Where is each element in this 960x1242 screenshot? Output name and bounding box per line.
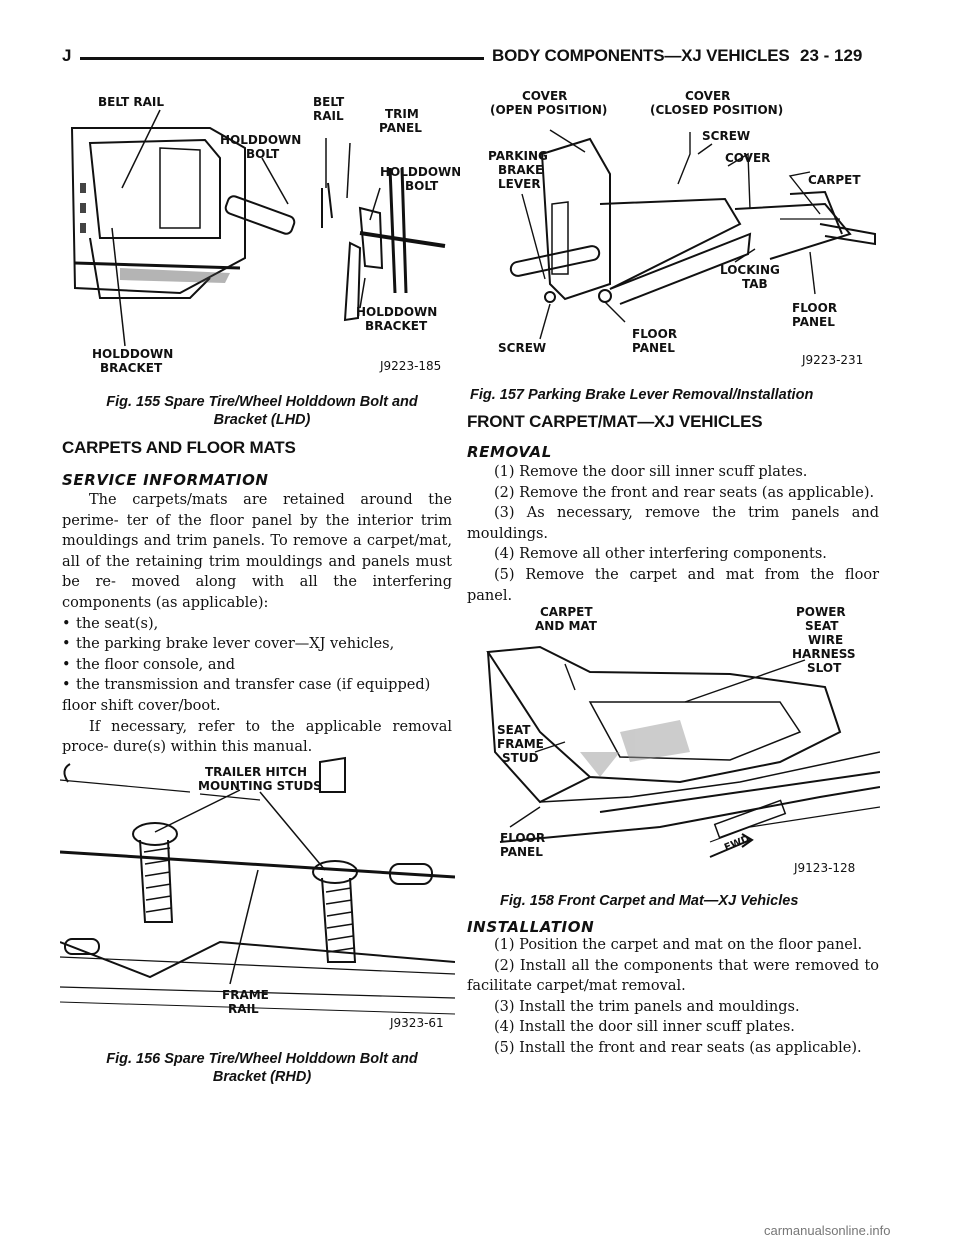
removal-step: (4) Remove all other interfering compone… (494, 546, 827, 563)
subheading-installation: INSTALLATION (467, 918, 595, 936)
left-body-text: The carpets/mats are retained around the… (62, 490, 452, 758)
label-holddown-bracket-left-2: BRACKET (100, 361, 163, 375)
bullet-item: •the seat(s), (62, 615, 159, 632)
label-fwd: FWD (723, 834, 751, 854)
label-floor-panel-right-2: PANEL (792, 315, 835, 329)
page-number: 23 - 129 (800, 46, 863, 65)
label-power-seat-1: POWER (796, 605, 846, 619)
figure-157: COVER (OPEN POSITION) COVER (CLOSED POSI… (480, 84, 880, 374)
label-holddown-bolt-right-1: HOLDDOWN (380, 165, 460, 179)
removal-step: (3) As necessary, remove the trim panels… (467, 505, 879, 542)
caption-fig-157: Fig. 157 Parking Brake Lever Removal/Ins… (470, 387, 814, 403)
label-parking-brake-3: LEVER (498, 177, 541, 191)
label-power-seat-5: SLOT (807, 661, 842, 675)
installation-steps: (1) Position the carpet and mat on the f… (467, 935, 879, 1059)
subheading-removal: REMOVAL (467, 443, 552, 461)
label-power-seat-2: SEAT (805, 619, 839, 633)
installation-step: (2) Install all the components that were… (467, 957, 879, 995)
figure-157-illustration: COVER (OPEN POSITION) COVER (CLOSED POSI… (488, 89, 876, 367)
installation-step: (5) Install the front and rear seats (as… (494, 1039, 862, 1056)
label-parking-brake-2: BRAKE (498, 163, 543, 177)
label-seat-frame-1: SEAT (497, 723, 531, 737)
bullet-item: •the transmission and transfer case (if … (62, 677, 431, 694)
label-power-seat-4: HARNESS (792, 647, 856, 661)
label-carpet-mat-2: AND MAT (535, 619, 598, 633)
label-locking-tab-1: LOCKING (720, 263, 780, 277)
label-cover-closed-1: COVER (685, 89, 730, 103)
label-frame-rail-1: FRAME (222, 988, 269, 1002)
figure-158-illustration: CARPET AND MAT POWER SEAT WIRE HARNESS S… (486, 605, 880, 875)
label-frame-rail-2: RAIL (228, 1002, 259, 1016)
label-carpet-mat-1: CARPET (540, 605, 593, 619)
paragraph-intro: The carpets/mats are retained around the… (62, 492, 452, 611)
label-floor-panel-mid-1: FLOOR (632, 327, 677, 341)
header-rule (80, 57, 484, 60)
removal-step: (5) Remove the carpet and mat from the f… (467, 566, 879, 604)
watermark: carmanualsonline.info (764, 1223, 891, 1238)
subheading-service-information: SERVICE INFORMATION (62, 471, 269, 489)
label-trim-panel-2: PANEL (379, 121, 422, 135)
label-floor-panel-2: PANEL (500, 845, 543, 859)
section-letter: J (62, 46, 72, 65)
label-trim-panel-1: TRIM (385, 107, 419, 121)
label-floor-panel-1: FLOOR (500, 831, 545, 845)
label-locking-tab-2: TAB (742, 277, 768, 291)
figure-code-157: J9223-231 (801, 353, 863, 367)
label-belt-rail-right-1: BELT (313, 95, 345, 109)
installation-step: (3) Install the trim panels and moulding… (494, 998, 800, 1015)
label-holddown-bolt-right-2: BOLT (405, 179, 439, 193)
figure-158: CARPET AND MAT POWER SEAT WIRE HARNESS S… (480, 602, 880, 882)
bullet-tail: floor shift cover/boot. (62, 697, 221, 714)
removal-step: (2) Remove the front and rear seats (as … (494, 484, 875, 501)
removal-step: (1) Remove the door sill inner scuff pla… (494, 464, 808, 480)
figure-code-158: J9123-128 (793, 861, 855, 875)
label-power-seat-3: WIRE (808, 633, 843, 647)
installation-step: (4) Install the door sill inner scuff pl… (494, 1019, 795, 1036)
label-holddown-bolt-left-1: HOLDDOWN (220, 133, 301, 147)
caption-fig-155-line1: Fig. 155 Spare Tire/Wheel Holddown Bolt … (106, 394, 418, 410)
label-seat-frame-2: FRAME (497, 737, 544, 751)
figure-156-illustration: TRAILER HITCH MOUNTING STUDS FRAME RAIL … (60, 756, 455, 1030)
caption-fig-155-line2: Bracket (LHD) (213, 412, 311, 428)
label-holddown-bolt-left-2: BOLT (246, 147, 280, 161)
paragraph-closing: If necessary, refer to the applicable re… (62, 718, 452, 756)
label-cover-open-2: (OPEN POSITION) (490, 103, 607, 117)
bullet-item: •the floor console, and (62, 656, 236, 673)
caption-fig-155: Fig. 155 Spare Tire/Wheel Holddown Bolt … (72, 393, 452, 429)
caption-fig-156-line2: Bracket (RHD) (212, 1069, 312, 1085)
label-parking-brake-1: PARKING (488, 149, 548, 163)
label-trailer-hitch-2: MOUNTING STUDS (198, 779, 322, 793)
figure-155: BELT RAIL HOLDDOWN BOLT BELT RAIL TRIM P… (60, 88, 460, 380)
caption-fig-156-line1: Fig. 156 Spare Tire/Wheel Holddown Bolt … (106, 1051, 418, 1067)
figure-code-155: J9223-185 (379, 359, 441, 373)
figure-155-illustration: BELT RAIL HOLDDOWN BOLT BELT RAIL TRIM P… (70, 95, 460, 375)
label-belt-rail-left: BELT RAIL (98, 95, 164, 109)
label-cover-closed-2: (CLOSED POSITION) (650, 103, 783, 117)
label-screw-bottom: SCREW (498, 341, 546, 355)
section-title: BODY COMPONENTS—XJ VEHICLES (492, 46, 790, 65)
label-holddown-bracket-right-2: BRACKET (365, 319, 428, 333)
installation-step: (1) Position the carpet and mat on the f… (494, 937, 863, 953)
label-trailer-hitch-1: TRAILER HITCH (205, 765, 307, 779)
label-cover: COVER (725, 151, 770, 165)
label-belt-rail-right-2: RAIL (313, 109, 344, 123)
label-floor-panel-right-1: FLOOR (792, 301, 837, 315)
label-carpet: CARPET (808, 173, 861, 187)
caption-fig-156: Fig. 156 Spare Tire/Wheel Holddown Bolt … (72, 1050, 452, 1086)
label-floor-panel-mid-2: PANEL (632, 341, 675, 355)
label-seat-frame-3: STUD (502, 751, 539, 765)
figure-code-156: J9323-61 (389, 1016, 444, 1030)
heading-front-carpet-mat: FRONT CARPET/MAT—XJ VEHICLES (467, 412, 763, 431)
figure-156: TRAILER HITCH MOUNTING STUDS FRAME RAIL … (60, 752, 455, 1047)
caption-fig-158: Fig. 158 Front Carpet and Mat—XJ Vehicle… (500, 893, 799, 909)
removal-steps: (1) Remove the door sill inner scuff pla… (467, 462, 879, 606)
label-screw-top: SCREW (702, 129, 750, 143)
label-holddown-bracket-left-1: HOLDDOWN (92, 347, 173, 361)
label-holddown-bracket-right-1: HOLDDOWN (356, 305, 437, 319)
heading-carpets-floor-mats: CARPETS AND FLOOR MATS (62, 438, 296, 457)
label-cover-open-1: COVER (522, 89, 567, 103)
bullet-item: •the parking brake lever cover—XJ vehicl… (62, 636, 395, 653)
